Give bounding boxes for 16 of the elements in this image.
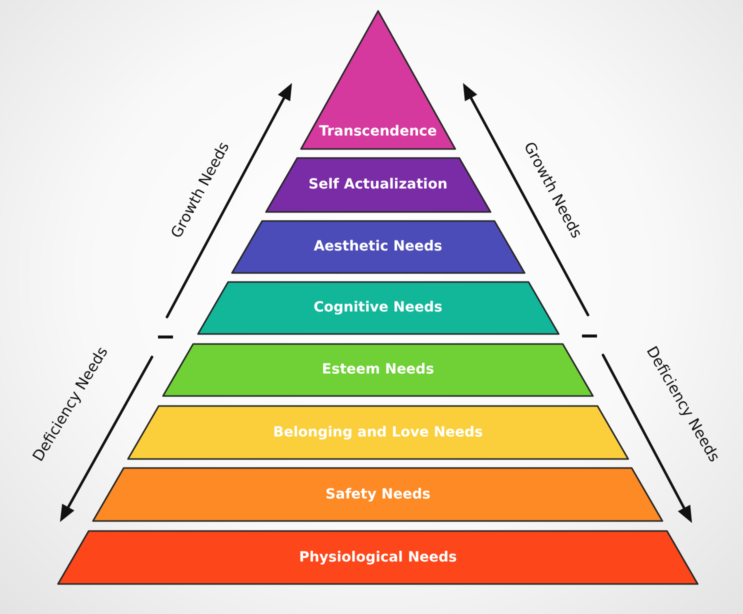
tier-label: Cognitive Needs <box>314 300 442 316</box>
pyramid-tier <box>126 405 630 460</box>
tier-label: Transcendence <box>319 123 437 140</box>
tier-label: Safety Needs <box>326 486 430 503</box>
pyramid-tier <box>264 157 492 213</box>
pyramid-tier <box>57 530 699 585</box>
pyramid-tier <box>196 281 560 335</box>
tier-label: Aesthetic Needs <box>314 238 442 256</box>
pyramid-tier <box>230 220 526 274</box>
pyramid-tier <box>92 467 664 522</box>
tier-label: Self Actualization <box>308 176 448 194</box>
pyramid-apex-triangle <box>300 10 456 150</box>
pyramid-tier <box>162 343 594 397</box>
tier-label: Physiological Needs <box>299 549 457 566</box>
tier-label: Belonging and Love Needs <box>273 424 483 441</box>
tier-label: Esteem Needs <box>322 362 434 378</box>
